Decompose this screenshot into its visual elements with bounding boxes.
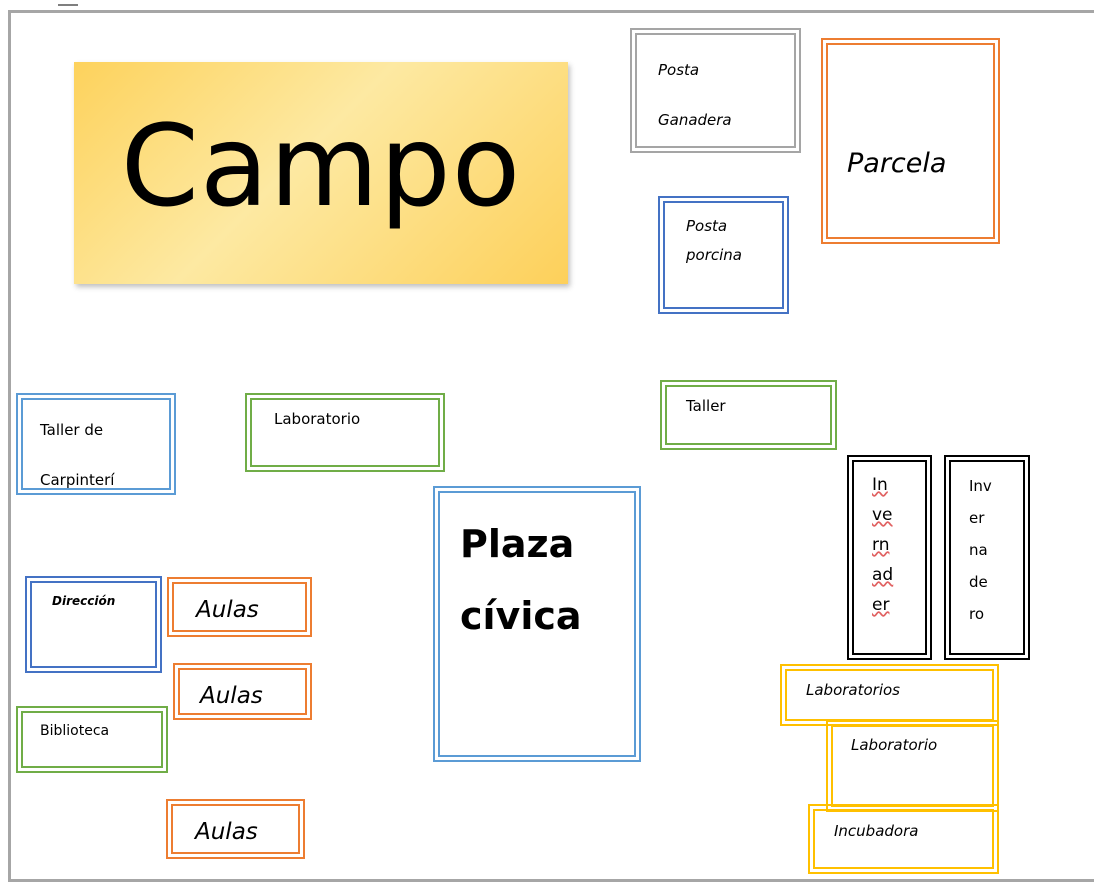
laboratorios-label: Laboratorios (806, 681, 900, 699)
map-frame (8, 10, 1094, 882)
posta-ganadera-label: Posta Ganadera (658, 61, 732, 129)
laboratorio-2-label: Laboratorio (851, 736, 938, 754)
posta-ganadera-box (630, 28, 801, 153)
title-text: Campo (120, 102, 522, 232)
biblioteca-box (16, 706, 168, 773)
biblioteca-label: Biblioteca (40, 723, 110, 739)
parcela-label: Parcela (847, 148, 947, 179)
aulas-1-box (167, 577, 312, 637)
invernadero-2-label: Inv er na de ro (969, 477, 992, 623)
invernadero-2-box (944, 455, 1030, 660)
incubadora-box (808, 804, 999, 874)
aulas-2-box (173, 663, 312, 720)
laboratorio-label: Laboratorio (274, 410, 361, 428)
posta-porcina-label: Posta porcina (686, 217, 742, 264)
taller-carpinteria-box (16, 393, 176, 495)
aulas-3-label: Aulas (195, 819, 258, 845)
direccion-box (25, 576, 162, 673)
taller-carpinteria-label: Taller de Carpinterí (40, 421, 115, 489)
invernadero-1-label: In ve rn ad er (872, 475, 894, 615)
incubadora-label: Incubadora (834, 822, 919, 840)
parcela-box (821, 38, 1000, 244)
direccion-label: Dirección (52, 594, 116, 608)
aulas-1-label: Aulas (196, 597, 259, 623)
taller-label: Taller (686, 397, 726, 415)
aulas-2-label: Aulas (200, 683, 263, 709)
taller-box (660, 380, 837, 450)
plaza-civica-label: Plaza cívica (460, 522, 582, 638)
plaza-civica-box (433, 486, 641, 762)
aulas-3-box (166, 799, 305, 859)
posta-porcina-box (658, 196, 789, 314)
laboratorio-2-box (826, 720, 999, 812)
laboratorio-box (245, 393, 445, 472)
invernadero-1-box (847, 455, 932, 660)
title-banner: Campo (74, 62, 568, 284)
corner-mark (58, 4, 78, 6)
